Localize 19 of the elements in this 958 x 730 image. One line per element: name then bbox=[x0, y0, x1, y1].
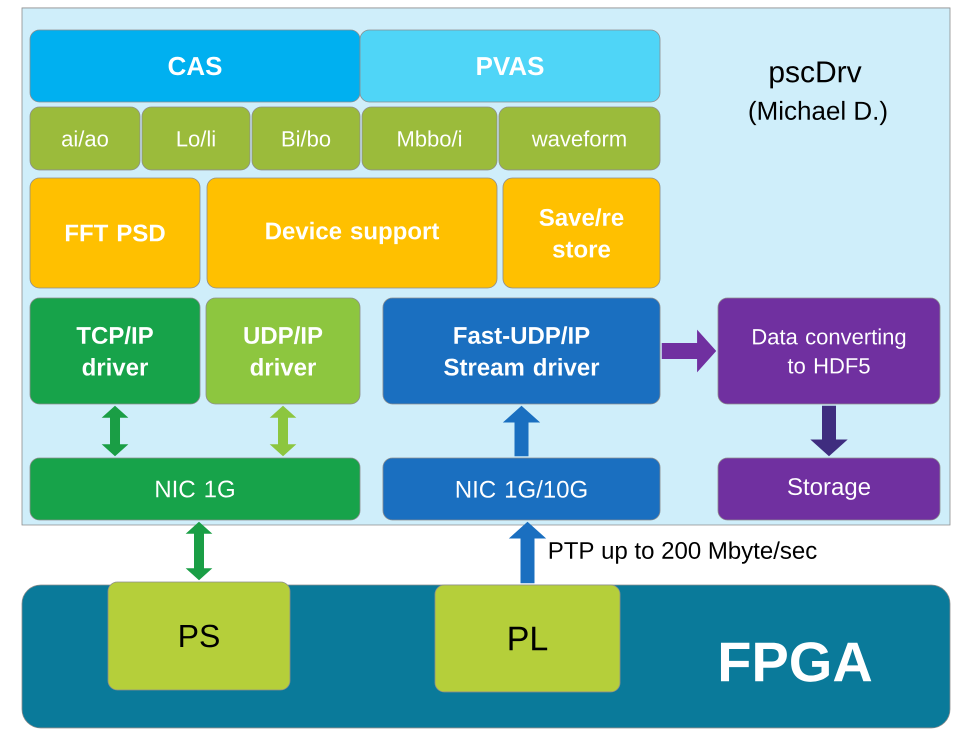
support-box: Device support bbox=[206, 178, 498, 288]
record-box: ai/ao bbox=[30, 106, 140, 170]
driver-box: TCP/IP driver bbox=[30, 298, 200, 404]
support-box: Save/re store bbox=[502, 178, 660, 288]
record-box: Mbbo/i bbox=[362, 106, 498, 170]
pl-box: PL bbox=[434, 584, 620, 692]
nic-box: NIC 1G bbox=[30, 458, 360, 520]
layer-box: CAS bbox=[30, 30, 360, 102]
process-box: Data converting to HDF5 bbox=[718, 298, 940, 404]
edge-label: PTP up to 200 Mbyte/sec bbox=[550, 541, 817, 564]
driver-box: Fast-UDP/IP Stream driver bbox=[382, 298, 660, 404]
record-box: waveform bbox=[498, 106, 660, 170]
layer-box: PVAS bbox=[360, 30, 660, 102]
driver-box: UDP/IP driver bbox=[206, 298, 360, 404]
storage-box: Storage bbox=[718, 458, 940, 520]
record-box: Bi/bo bbox=[252, 106, 360, 170]
support-box: FFT PSD bbox=[30, 178, 200, 288]
record-box: Lo/li bbox=[142, 106, 250, 170]
ps-box: PS bbox=[108, 582, 290, 690]
